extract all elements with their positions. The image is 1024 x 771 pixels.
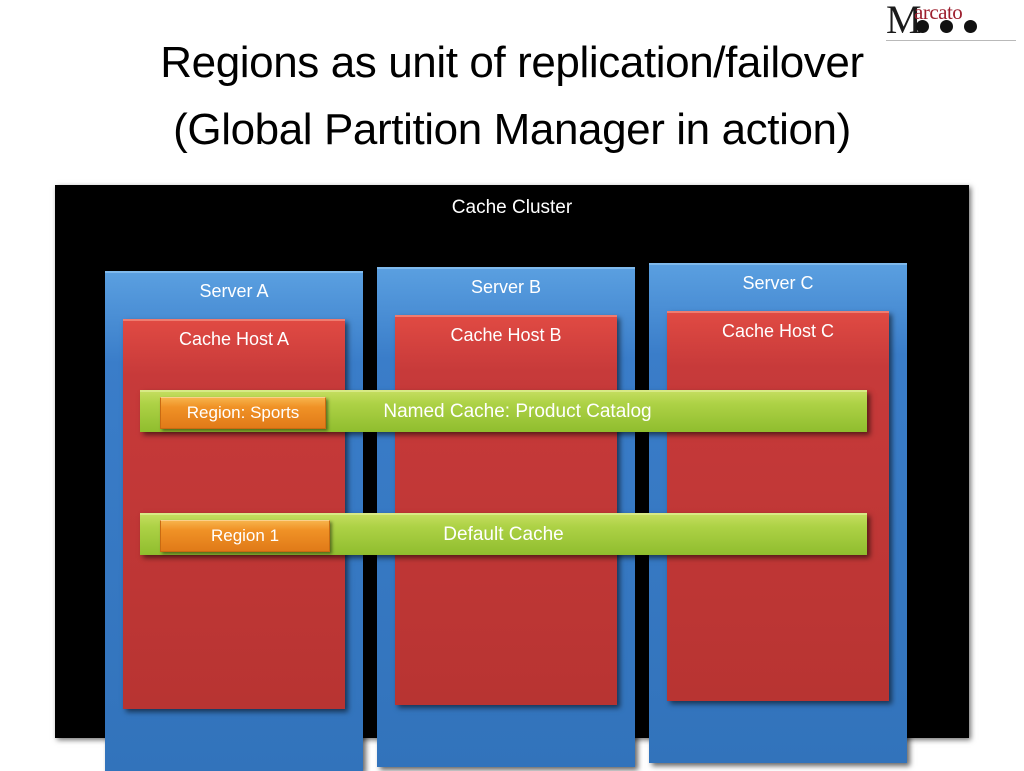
region-tag-sports: Region: Sports [160, 397, 326, 429]
logo-wordmark: M arcato [886, 0, 1016, 40]
logo-text-arcato: arcato [914, 0, 963, 24]
logo-divider [886, 40, 1016, 41]
slide-title: Regions as unit of replication/failover … [0, 30, 1024, 164]
named-cache-bar-default-cache: Default Cache Region 1 [140, 513, 867, 555]
slide-title-line-2: (Global Partition Manager in action) [173, 104, 851, 154]
region-tag-region-1-label: Region 1 [210, 526, 280, 545]
logo-initial-m: M [886, 0, 922, 42]
cache-cluster-title: Cache Cluster [451, 197, 573, 218]
cache-host-a-label: Cache Host A [178, 329, 290, 349]
logo-dots-icon [916, 20, 977, 33]
server-a-label: Server A [199, 281, 269, 301]
slide-title-line-1: Regions as unit of replication/failover [160, 38, 864, 87]
cache-cluster-panel: Cache Cluster Server A Cache Host A Serv… [55, 185, 969, 771]
server-c-label: Server C [742, 273, 814, 293]
cache-host-c-label: Cache Host C [721, 321, 835, 341]
region-tag-region-1: Region 1 [160, 520, 330, 552]
named-cache-bar-product-catalog: Named Cache: Product Catalog Region: Spo… [140, 390, 867, 432]
named-cache-bar-1-label: Named Cache: Product Catalog [383, 401, 652, 422]
named-cache-bar-2-label: Default Cache [443, 524, 564, 545]
server-b-label: Server B [470, 277, 542, 297]
cache-host-b-label: Cache Host B [450, 325, 562, 345]
cache-host-b: Cache Host B [395, 315, 617, 705]
cache-host-c: Cache Host C [667, 311, 889, 701]
region-tag-sports-label: Region: Sports [186, 403, 300, 422]
marcato-logo: M arcato [886, 0, 1016, 46]
